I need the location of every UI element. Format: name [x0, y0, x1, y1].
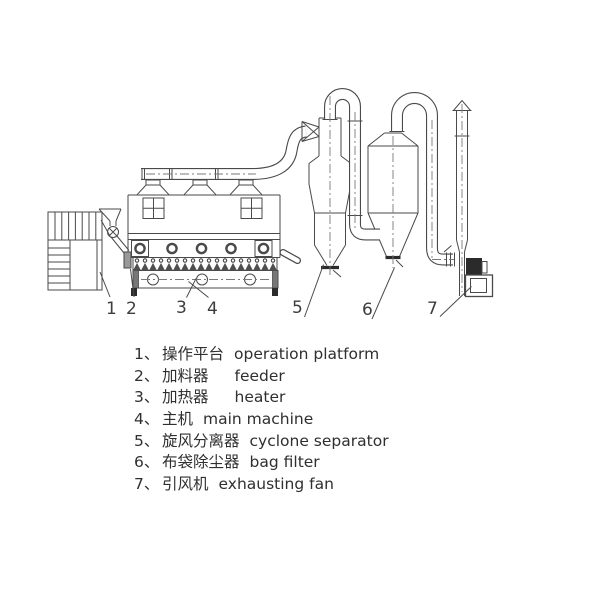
platform-ladder [48, 247, 70, 284]
legend-item-zh: 加热器 [162, 388, 209, 407]
callout-4: 4 [207, 299, 218, 319]
leader-1 [99, 271, 111, 298]
leader-7 [439, 286, 472, 317]
top-duct [136, 125, 308, 196]
discharge-spout [279, 249, 301, 264]
callout-1: 1 [106, 299, 117, 319]
leader-6 [371, 267, 395, 320]
legend-item-zh: 旋风分离器 [162, 431, 240, 450]
legend-item-number: 5、 [134, 431, 160, 450]
legend-item-zh: 操作平台 [162, 345, 225, 363]
cyclone-discharge-flap [321, 265, 342, 278]
callout-5: 5 [292, 298, 303, 318]
leader-4 [188, 281, 209, 298]
legend-item-en: heater [234, 388, 286, 407]
legend-item-en: main machine [203, 410, 314, 429]
legend: 1、 操作平台 operation platform 2、 加料器 feeder… [134, 344, 389, 496]
legend-item-number: 3、 [134, 388, 160, 407]
leader-3 [186, 278, 197, 298]
cyclone-inlet [301, 121, 320, 142]
inspection-window [240, 197, 263, 219]
cyclone-separator [301, 117, 352, 278]
feeder [98, 208, 130, 254]
legend-item-number: 6、 [134, 453, 160, 472]
callout-labels: 1 2 3 4 5 6 7 [106, 298, 438, 320]
legend-item-number: 2、 [134, 366, 160, 385]
platform-body [47, 239, 103, 291]
legend-item-heater: 3、 加热器 heater [134, 387, 389, 409]
exhaust-stack [452, 99, 472, 296]
bottom-chamber [131, 270, 279, 296]
fan-motor [466, 258, 482, 275]
machine-foot [131, 288, 137, 296]
leader-2 [130, 268, 135, 298]
legend-item-number: 4、 [134, 410, 160, 429]
legend-item-operation-platform: 1、 操作平台 operation platform [134, 344, 389, 366]
legend-item-zh: 引风机 [162, 475, 209, 494]
callout-7: 7 [427, 299, 438, 319]
fan-housing [464, 274, 494, 298]
legend-item-zh: 主机 [162, 410, 194, 429]
legend-item-en: feeder [234, 366, 285, 385]
feed-inlet-port [123, 251, 132, 269]
leader-lines [99, 264, 472, 320]
legend-item-feeder: 2、 加料器 feeder [134, 366, 389, 388]
duct-funnel [136, 179, 263, 196]
legend-item-en: exhausting fan [218, 475, 334, 494]
legend-item-zh: 布袋除尘器 [162, 453, 240, 472]
centerlines [141, 96, 463, 292]
legend-item-en: operation platform [234, 345, 380, 363]
callout-6: 6 [362, 300, 373, 320]
legend-item-cyclone-separator: 5、 旋风分离器 cyclone separator [134, 431, 389, 453]
legend-item-main-machine: 4、 主机 main machine [134, 409, 389, 431]
heater-band [132, 257, 278, 271]
exhausting-fan [464, 258, 494, 298]
legend-item-bag-filter: 6、 布袋除尘器 bag filter [134, 452, 389, 474]
legend-item-en: bag filter [249, 453, 320, 472]
machine-foot [272, 288, 278, 296]
inspection-window [142, 197, 165, 219]
operation-platform [47, 211, 103, 291]
callout-2: 2 [126, 299, 137, 319]
legend-item-exhausting-fan: 7、 引风机 exhausting fan [134, 474, 389, 496]
bag-filter-discharge-flap [385, 255, 404, 268]
port-band [131, 240, 273, 257]
legend-item-zh: 加料器 [162, 366, 209, 385]
leader-5 [304, 264, 324, 318]
callout-3: 3 [176, 298, 187, 318]
legend-item-number: 7、 [134, 475, 160, 494]
legend-item-en: cyclone separator [249, 431, 389, 450]
bag-filter-outlet-pipe [389, 92, 455, 267]
main-machine [123, 194, 301, 296]
legend-item-number: 1、 [134, 345, 160, 363]
